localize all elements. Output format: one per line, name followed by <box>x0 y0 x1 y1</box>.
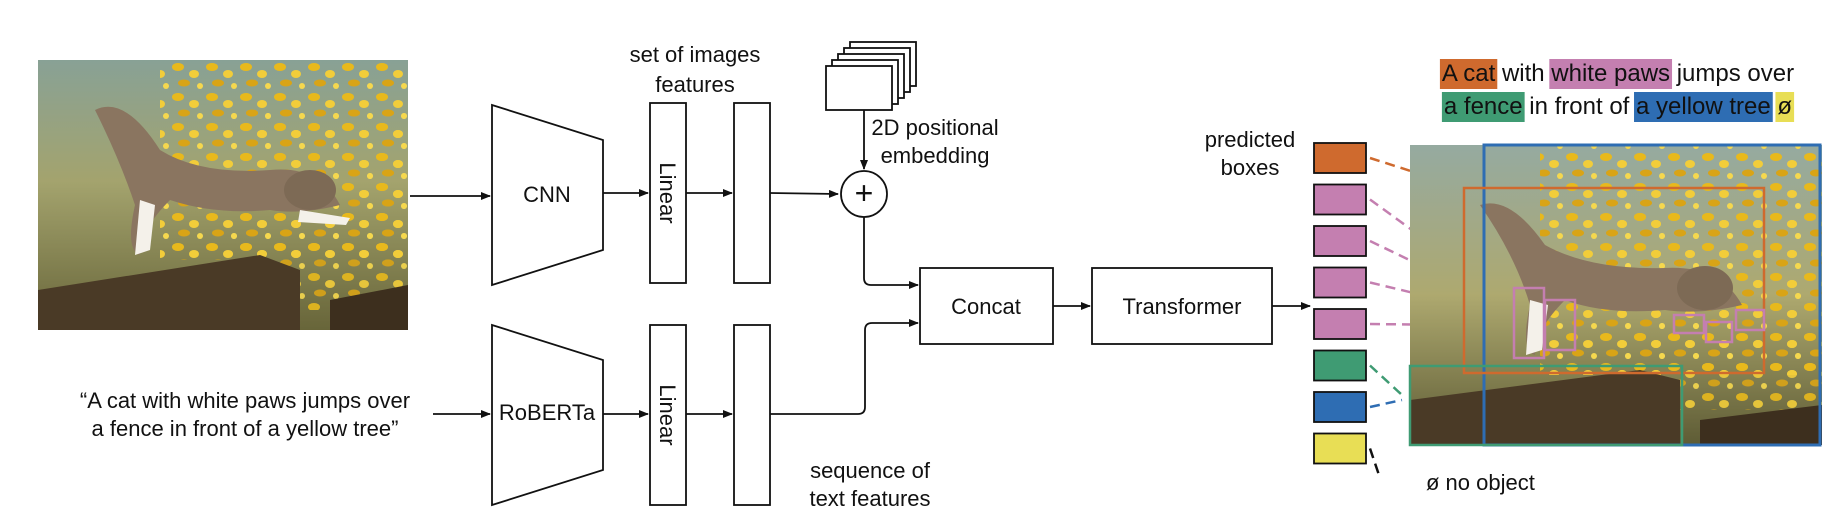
image-features-label-line1: set of images <box>630 42 761 67</box>
grounded-caption-line1-segment-3: white paws <box>1550 60 1670 87</box>
prediction-link-8 <box>1368 448 1382 479</box>
positional-embedding-label-line1: 2D positional <box>871 115 998 140</box>
prediction-link-7 <box>1369 398 1403 409</box>
grounded-caption-line1-segment-4: jumps over <box>1670 60 1794 87</box>
text-features-label-line2: text features <box>809 486 930 511</box>
predicted-box-3 <box>1313 225 1367 257</box>
predicted-boxes-label-line2: boxes <box>1221 155 1280 180</box>
grounded-caption-line2-segment-5: ø <box>1777 93 1792 120</box>
image-features-label-line2: features <box>655 72 735 97</box>
predicted-box-4 <box>1313 266 1367 299</box>
cnn-block <box>491 103 604 287</box>
paw-bounding-box-2 <box>1543 298 1577 352</box>
grounded-caption-line1-highlight-3 <box>1549 59 1673 89</box>
predicted-box-6 <box>1313 349 1367 382</box>
arrow-add-to-concat <box>863 217 919 289</box>
grounded-caption-line2-highlight-5 <box>1775 92 1795 122</box>
predicted-box-2 <box>1313 183 1367 216</box>
prediction-link-6 <box>1369 364 1403 396</box>
predicted-box-7 <box>1313 391 1367 423</box>
no-object-label: ø no object <box>1426 470 1535 495</box>
text-features-label-line1: sequence of <box>810 458 931 483</box>
input-caption-line1: “A cat with white paws jumps over <box>80 388 410 413</box>
cnn-label: CNN <box>523 182 571 207</box>
grounded-caption-line2-highlight-3 <box>1634 92 1773 122</box>
paw-bounding-box-4 <box>1704 320 1734 344</box>
positional-embedding-label-line2: embedding <box>881 143 990 168</box>
input-caption-line2: a fence in front of a yellow tree” <box>92 416 399 441</box>
roberta-block <box>491 323 604 507</box>
text-linear-block <box>649 324 687 506</box>
image-features-block <box>733 102 771 284</box>
grounded-caption-line2-segment-1: a fence <box>1444 93 1523 120</box>
concat-block <box>919 267 1054 345</box>
grounded-caption-line2-segment-2: in front of <box>1523 93 1636 120</box>
output-bounding-boxes <box>1408 143 1822 447</box>
transformer-block <box>1091 267 1273 345</box>
text-features-block <box>733 324 771 506</box>
grounded-caption-line1-segment-1: A cat <box>1442 60 1496 87</box>
grounded-caption-line2-highlight-1 <box>1441 92 1525 122</box>
predicted-boxes-label-line1: predicted <box>1205 127 1296 152</box>
input-image <box>38 60 408 330</box>
add-symbol: + <box>855 175 874 211</box>
grounded-caption-line2-segment-3: a yellow tree <box>1636 93 1771 120</box>
arrow-features-to-add <box>769 189 839 198</box>
positional-embedding-stack-icon <box>825 41 917 111</box>
predicted-box-1 <box>1313 142 1367 174</box>
predicted-box-5 <box>1313 308 1367 340</box>
image-linear-label: Linear <box>655 162 680 223</box>
predicted-box-8 <box>1313 432 1367 465</box>
cat-bounding-box <box>1462 186 1766 375</box>
paw-bounding-box-3 <box>1672 313 1706 335</box>
concat-label: Concat <box>951 294 1021 319</box>
grounded-caption-line1-highlight-1 <box>1439 59 1498 89</box>
text-linear-label: Linear <box>655 384 680 445</box>
paw-bounding-box-5 <box>1734 308 1766 332</box>
output-image <box>1410 145 1822 445</box>
arrow-text-features-to-concat <box>770 319 919 415</box>
grounded-caption-line1-segment-2: with <box>1495 60 1551 87</box>
transformer-label: Transformer <box>1123 294 1242 319</box>
predicted-boxes-column <box>1313 142 1367 465</box>
fence-bounding-box <box>1408 364 1684 447</box>
roberta-label: RoBERTa <box>499 400 596 425</box>
